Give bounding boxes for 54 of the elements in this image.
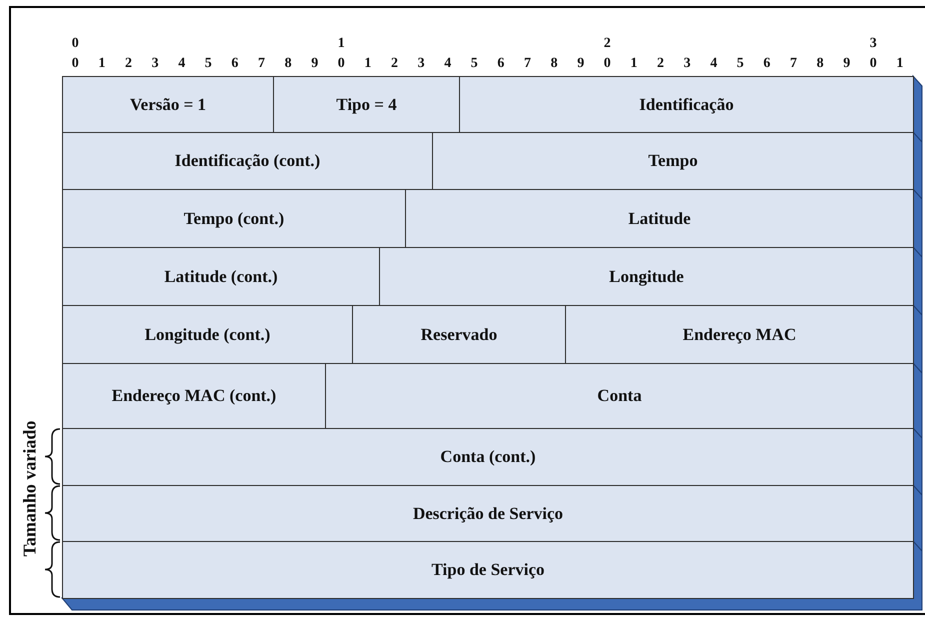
bit-ruler-digit: 3 bbox=[682, 56, 692, 72]
bit-ruler-digit: 5 bbox=[204, 56, 213, 72]
bit-ruler-digit: 4 bbox=[709, 56, 718, 72]
bit-ruler-digit: 2 bbox=[124, 56, 133, 72]
packet-field: Conta (cont.) bbox=[62, 428, 914, 486]
packet-field: Longitude bbox=[379, 247, 914, 306]
bit-ruler-digit: 6 bbox=[762, 56, 772, 72]
bit-ruler-digit: 4 bbox=[177, 56, 186, 72]
packet-field: Tipo de Serviço bbox=[62, 541, 914, 599]
packet-field: Descrição de Serviço bbox=[62, 485, 914, 542]
bit-ruler-digit: 0 bbox=[70, 36, 80, 52]
packet-field: Tempo bbox=[432, 132, 914, 190]
bit-ruler-digit: 0 bbox=[336, 56, 346, 72]
bit-ruler-digit: 2 bbox=[656, 56, 665, 72]
packet-field: Endereço MAC (cont.) bbox=[62, 363, 326, 429]
bit-ruler-digit: 5 bbox=[470, 56, 479, 72]
bit-ruler-digit: 7 bbox=[257, 56, 266, 72]
bit-ruler-digit: 6 bbox=[496, 56, 506, 72]
bit-ruler-digit: 9 bbox=[576, 56, 586, 72]
packet-field: Latitude (cont.) bbox=[62, 247, 380, 306]
bit-ruler-digit: 8 bbox=[816, 56, 825, 72]
bit-ruler-digit: 3 bbox=[868, 36, 878, 52]
bit-ruler-digit: 0 bbox=[70, 56, 80, 72]
bit-ruler-digit: 9 bbox=[842, 56, 852, 72]
packet-field: Identificação (cont.) bbox=[62, 132, 433, 190]
bit-ruler-digit: 6 bbox=[230, 56, 240, 72]
packet-field: Reservado bbox=[352, 305, 566, 364]
bit-ruler-digit: 0 bbox=[602, 56, 612, 72]
packet-field: Tempo (cont.) bbox=[62, 189, 406, 248]
packet-field: Versão = 1 bbox=[62, 76, 274, 133]
bit-ruler-digit: 1 bbox=[97, 56, 106, 72]
bit-ruler-digit: 1 bbox=[363, 56, 372, 72]
side-label: Tamanho variado bbox=[19, 420, 40, 556]
bit-ruler-digit: 8 bbox=[284, 56, 293, 72]
bit-ruler-digit: 0 bbox=[868, 56, 878, 72]
bit-ruler-digit: 7 bbox=[523, 56, 532, 72]
bit-ruler-digit: 7 bbox=[789, 56, 798, 72]
packet-field: Tipo = 4 bbox=[273, 76, 460, 133]
bit-ruler-digit: 2 bbox=[390, 56, 399, 72]
bit-ruler-digit: 3 bbox=[416, 56, 426, 72]
packet-field: Longitude (cont.) bbox=[62, 305, 353, 364]
bit-ruler-digit: 1 bbox=[629, 56, 638, 72]
bit-ruler-digit: 5 bbox=[736, 56, 745, 72]
bit-ruler-digit: 1 bbox=[895, 56, 904, 72]
bit-ruler-digit: 4 bbox=[443, 56, 452, 72]
bit-ruler-digit: 9 bbox=[310, 56, 320, 72]
bit-ruler-digit: 1 bbox=[336, 36, 346, 52]
packet-field: Identificação bbox=[459, 76, 914, 133]
packet-field: Conta bbox=[325, 363, 914, 429]
bit-ruler-digit: 2 bbox=[602, 36, 612, 52]
bit-ruler-digit: 3 bbox=[150, 56, 160, 72]
bit-ruler-digit: 8 bbox=[550, 56, 559, 72]
packet-field: Endereço MAC bbox=[565, 305, 914, 364]
packet-field: Latitude bbox=[405, 189, 914, 248]
